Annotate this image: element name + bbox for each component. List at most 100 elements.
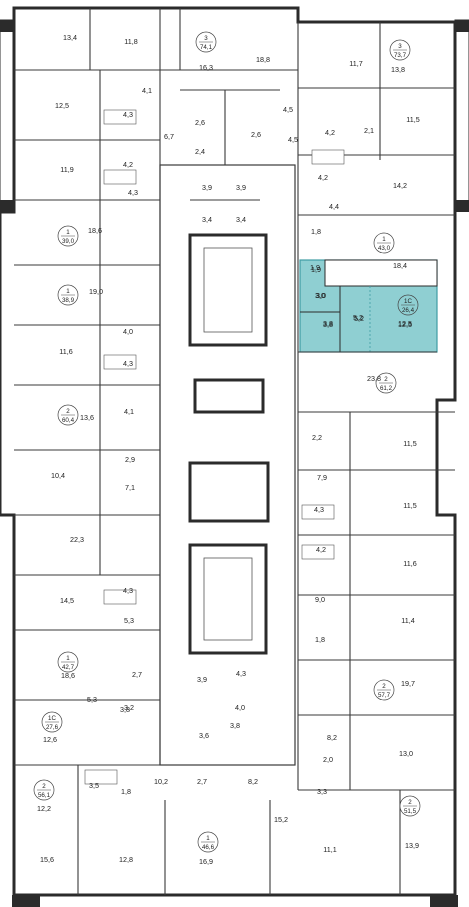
room-area-label: 5,3 xyxy=(124,616,134,625)
highlighted-room-label-layer: 1,9 3,0 3,8 5,2 12,5 xyxy=(311,265,412,329)
partition-set-right xyxy=(269,22,455,895)
room-area-label: 11,8 xyxy=(124,37,137,46)
apartment-badge-rooms: 3 xyxy=(398,43,402,50)
apartment-badge-rooms: 1 xyxy=(66,655,70,662)
room-area-label: 19,0 xyxy=(89,287,103,296)
apartment-badge-area: 74,1 xyxy=(200,44,213,51)
highlighted-apartment[interactable] xyxy=(299,259,438,353)
room-area-label: 2,0 xyxy=(323,755,333,764)
room-area-label: 4,3 xyxy=(236,669,246,678)
apartment-badge-area: 73,7 xyxy=(394,52,407,59)
apartment-badge[interactable]: 143,0 xyxy=(373,232,395,254)
highlighted-room-area-label: 1,9 xyxy=(311,265,321,274)
apartment-badge-area: 42,7 xyxy=(62,664,75,671)
facade-bottom-right-pier xyxy=(430,895,458,907)
room-area-label: 10,4 xyxy=(51,471,65,480)
apartment-badge[interactable]: 374,1 xyxy=(195,31,217,53)
partition-set-left xyxy=(14,8,166,895)
room-area-label: 3,8 xyxy=(323,319,333,328)
room-area-label: 5,2 xyxy=(353,313,363,322)
room-area-label: 3,9 xyxy=(236,183,246,192)
building-core xyxy=(159,164,296,766)
bath-fixture xyxy=(301,544,335,560)
apartment-badge-rooms: 2 xyxy=(384,376,388,383)
room-area-label: 2,6 xyxy=(195,118,205,127)
bath-fixtures xyxy=(84,109,345,785)
apartment-badge-area: 57,7 xyxy=(378,692,391,699)
room-area-label: 4,2 xyxy=(123,160,133,169)
facade-right-upper xyxy=(454,19,469,209)
highlighted-room-area-label: 3,8 xyxy=(323,320,333,329)
facade-left-upper xyxy=(0,19,15,209)
room-area-label: 2,7 xyxy=(197,777,207,786)
room-area-label: 19,7 xyxy=(401,679,415,688)
apartment-badge-area: 39,0 xyxy=(62,238,75,245)
stair-north-flight xyxy=(203,247,253,333)
room-area-label: 18,6 xyxy=(88,226,102,235)
room-area-label: 3,4 xyxy=(202,215,212,224)
apartment-badge-area: 61,2 xyxy=(380,385,393,392)
room-area-label: 11,1 xyxy=(323,845,336,854)
facade-left-cap-1 xyxy=(0,20,14,32)
room-area-label: 12,2 xyxy=(37,804,51,813)
apartment-badge-rooms: 1 xyxy=(206,835,210,842)
highlighted-room-area-label: 12,5 xyxy=(398,320,412,329)
room-area-label: 18,6 xyxy=(61,671,75,680)
room-area-label: 7,1 xyxy=(125,483,135,492)
apartment-badge-rooms: 1С xyxy=(48,715,56,722)
room-area-label: 4,4 xyxy=(329,202,339,211)
room-area-label: 1,8 xyxy=(311,227,321,236)
room-area-label: 12,5 xyxy=(55,101,69,110)
apartment-badge[interactable]: 257,7 xyxy=(373,679,395,701)
room-area-label: 13,4 xyxy=(63,33,77,42)
room-area-label: 3,4 xyxy=(236,215,246,224)
apartment-badge-rooms: 1 xyxy=(66,288,70,295)
apartment-badge[interactable]: 146,6 xyxy=(197,831,219,853)
room-area-label: 22,3 xyxy=(70,535,84,544)
room-area-label: 18,4 xyxy=(393,261,407,270)
room-area-label: 14,5 xyxy=(60,596,74,605)
apartment-badge[interactable]: 142,7 xyxy=(57,651,79,673)
room-area-label: 3,9 xyxy=(202,183,212,192)
room-area-label: 13,0 xyxy=(399,749,413,758)
room-area-label: 16,9 xyxy=(199,857,213,866)
room-area-label: 2,9 xyxy=(125,455,135,464)
room-area-label: 4,5 xyxy=(288,135,298,144)
room-area-label: 2,4 xyxy=(195,147,205,156)
bath-fixture xyxy=(311,149,345,165)
room-area-label: 2,6 xyxy=(251,130,261,139)
room-area-label: 1,8 xyxy=(315,635,325,644)
apartment-badge-rooms: 2 xyxy=(382,683,386,690)
apartment-badge-rooms: 3 xyxy=(204,35,208,42)
apartment-badge[interactable]: 260,4 xyxy=(57,404,79,426)
room-area-label: 8,2 xyxy=(327,733,337,742)
apartment-badge-rooms: 2 xyxy=(66,408,70,415)
apartment-badge[interactable]: 373,7 xyxy=(389,39,411,61)
apartment-badge-area: 60,4 xyxy=(62,417,75,424)
apartment-badge-area: 56,1 xyxy=(38,792,51,799)
apartment-badge[interactable]: 261,2 xyxy=(375,372,397,394)
room-area-label: 4,1 xyxy=(142,86,152,95)
bath-fixture xyxy=(103,169,137,185)
apartment-badge[interactable]: 139,0 xyxy=(57,225,79,247)
room-area-label: 4,2 xyxy=(325,128,335,137)
room-area-label: 14,2 xyxy=(393,181,407,190)
apartment-badge[interactable]: 256,1 xyxy=(33,779,55,801)
room-area-label: 3,2 xyxy=(124,703,134,712)
room-area-label: 13,6 xyxy=(80,413,94,422)
room-area-label: 18,8 xyxy=(256,55,270,64)
room-area-label: 2,7 xyxy=(132,670,142,679)
apartment-badge-area: 46,6 xyxy=(202,844,215,851)
bath-fixture xyxy=(103,109,137,125)
facade-right-cap-2 xyxy=(455,200,469,212)
apartment-badge[interactable]: 138,9 xyxy=(57,284,79,306)
apartment-badge[interactable]: 251,5 xyxy=(399,795,421,817)
highlighted-room-area-label: 3,0 xyxy=(315,291,325,300)
facade-right-cap-1 xyxy=(455,20,469,32)
apartment-badge-area: 38,9 xyxy=(62,297,75,304)
bath-fixture xyxy=(103,354,137,370)
